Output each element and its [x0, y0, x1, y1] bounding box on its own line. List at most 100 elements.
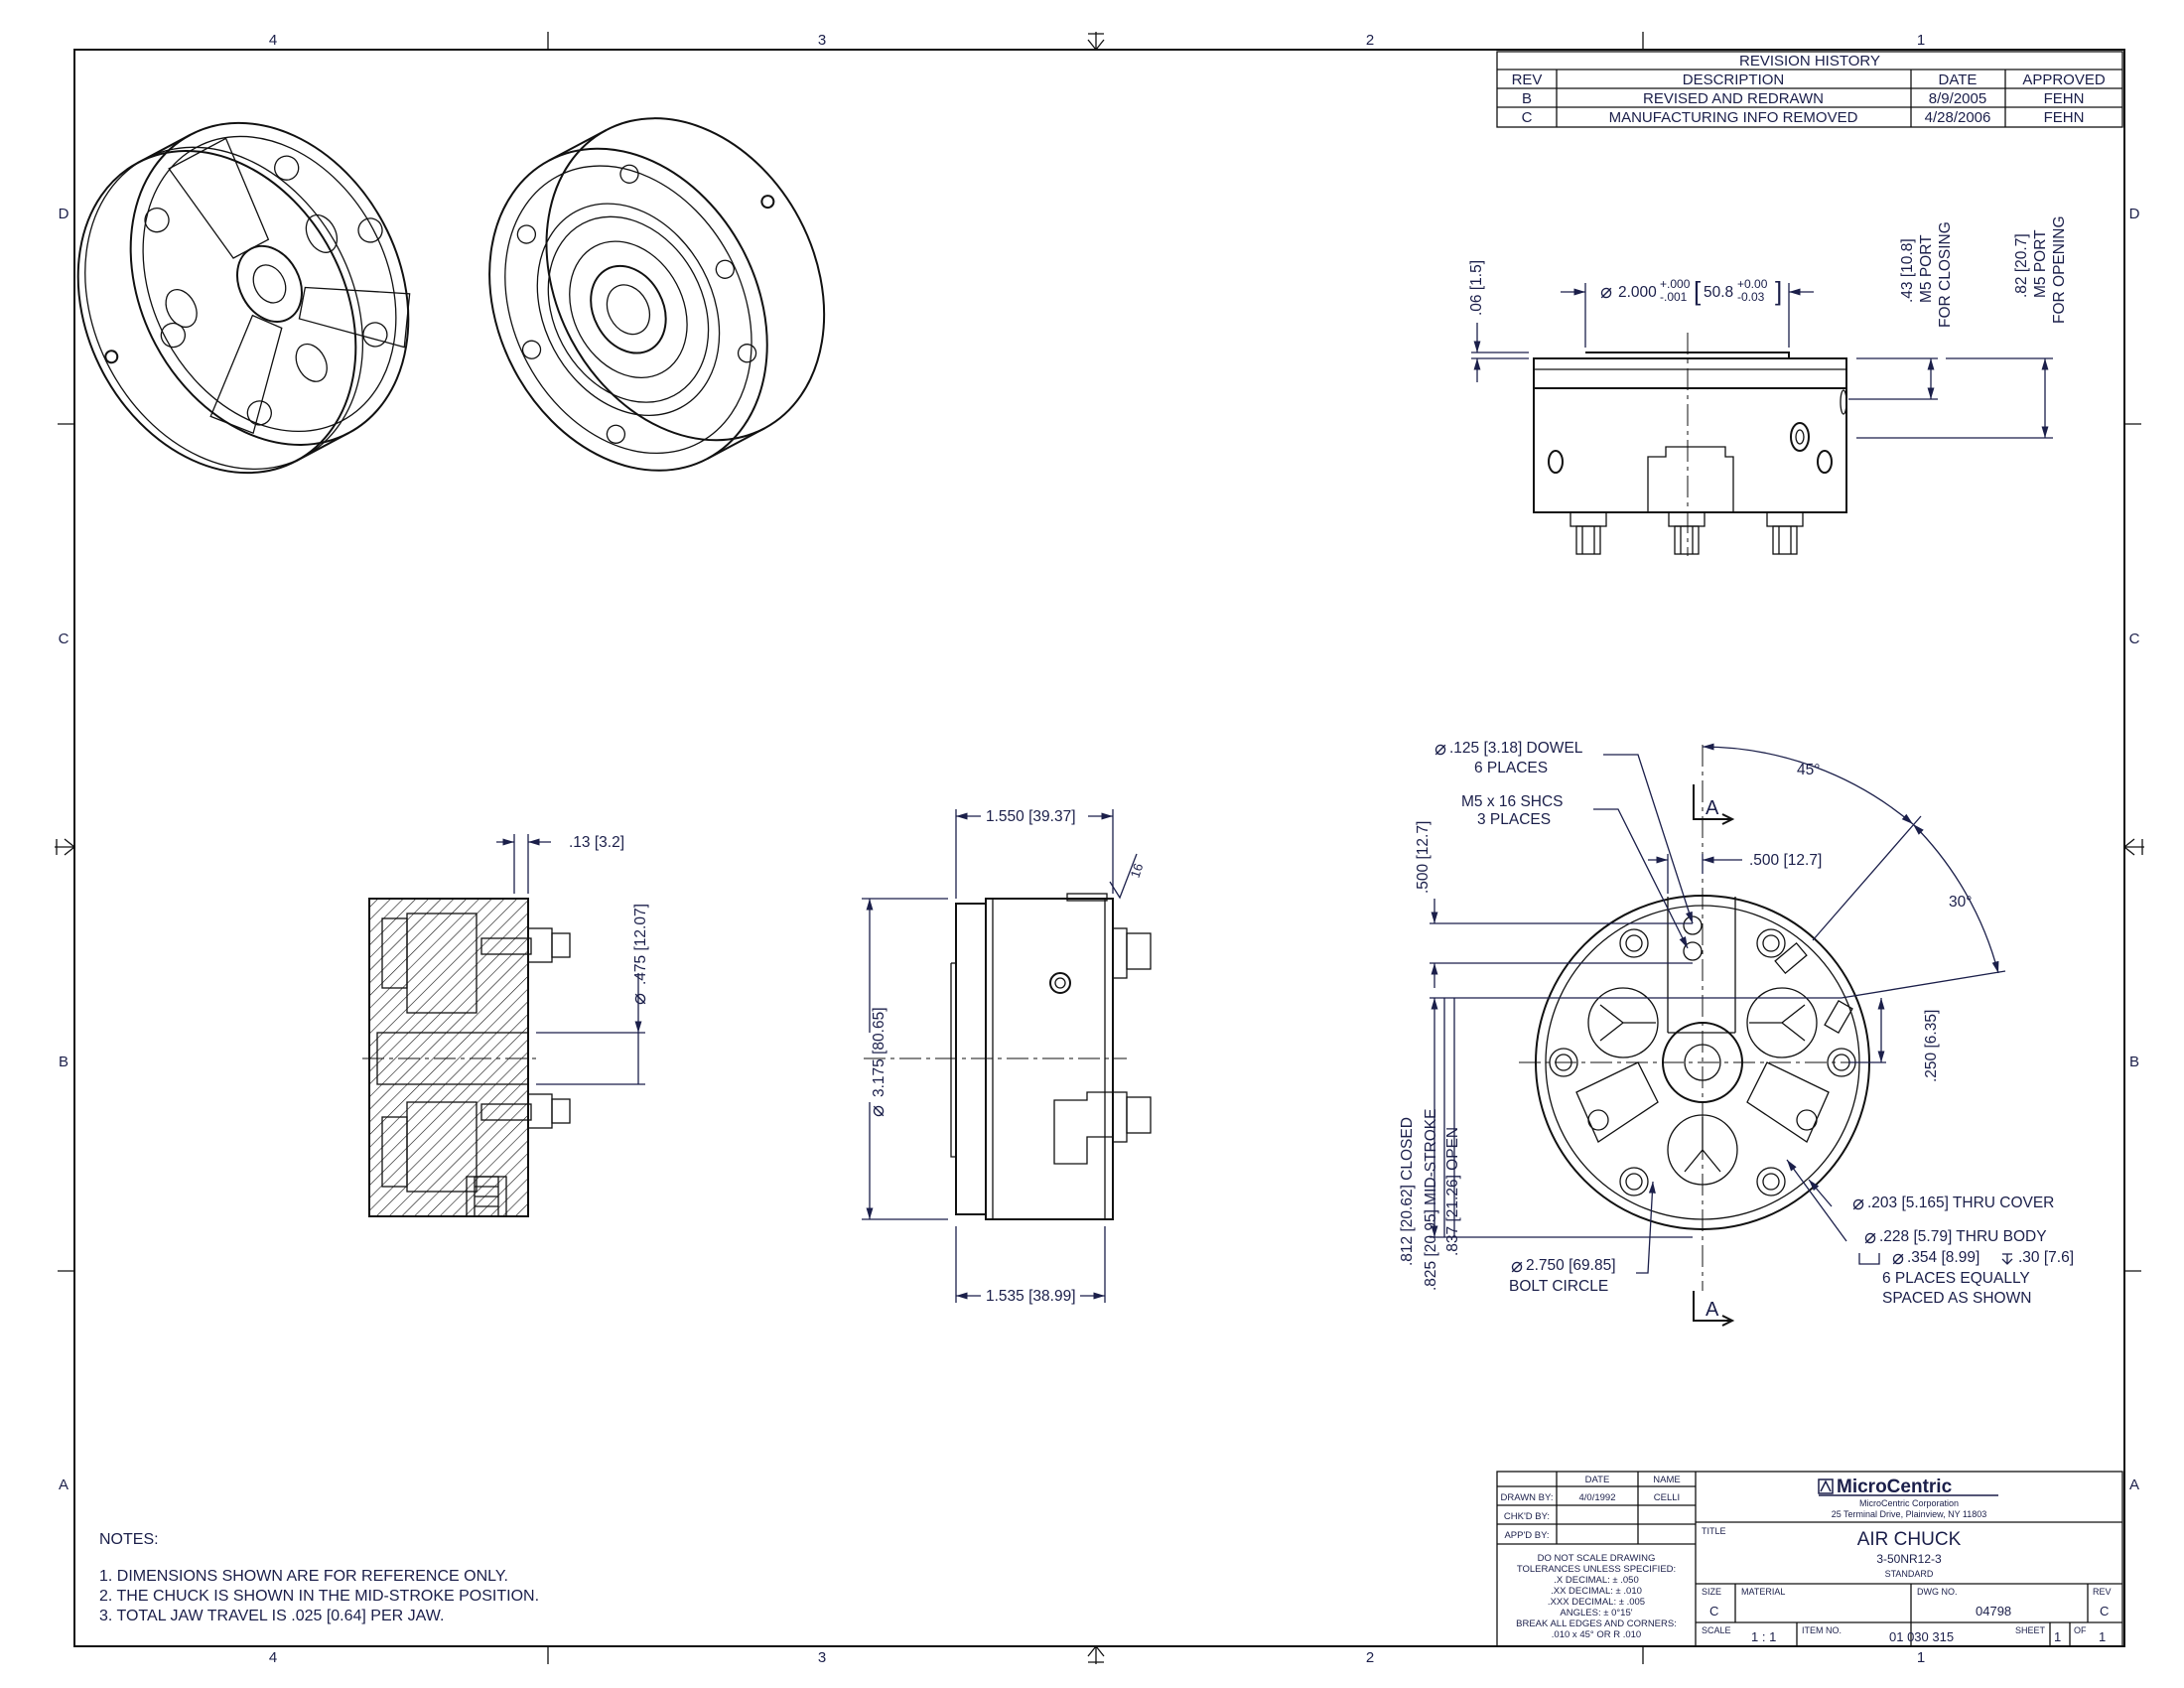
- open-port-dim: .82 [20.7]: [2013, 233, 2030, 298]
- svg-text:⌀: ⌀: [867, 1105, 888, 1117]
- half-inch-vertical: .500 [12.7]: [1415, 821, 1432, 894]
- drawing-subtitle: STANDARD: [1885, 1569, 1934, 1579]
- half-inch-horizontal: .500 [12.7]: [1749, 852, 1822, 869]
- zone-letter-right: C: [2129, 631, 2140, 647]
- tb-rev: C: [2100, 1604, 2109, 1618]
- company-address: 25 Terminal Drive, Plainview, NY 11803: [1832, 1509, 1987, 1519]
- counterbore-diameter: .354 [8.99]: [1907, 1249, 1979, 1266]
- title-block: DATE NAME DRAWN BY: 4/0/1992 CELLI CHK'D…: [1496, 1471, 2123, 1647]
- closed-dim: .812 [20.62] CLOSED: [1399, 1117, 1416, 1266]
- zone-letter-left: B: [59, 1054, 68, 1070]
- note-item: 3. TOTAL JAW TRAVEL IS .025 [0.64] PER J…: [99, 1608, 444, 1624]
- section-offset: .13 [3.2]: [569, 834, 624, 851]
- places-equally: 6 PLACES EQUALLY: [1882, 1270, 2030, 1287]
- zone-labels: 4 3 2 1 4 3 2 1 D C B A D C B A: [59, 32, 2140, 1666]
- notes-heading: NOTES:: [99, 1531, 159, 1548]
- tb-tolerance-line: .010 x 45° OR R .010: [1552, 1629, 1641, 1640]
- approved-cell: FEHN: [2044, 109, 2085, 126]
- tb-date-header: DATE: [1585, 1475, 1610, 1485]
- zone-letter-left: D: [59, 206, 69, 222]
- zone-number-top: 1: [1917, 32, 1925, 49]
- svg-text:⌀: ⌀: [1511, 1255, 1523, 1277]
- zone-number-bottom: 4: [269, 1649, 277, 1666]
- shcs-callout: M5 x 16 SHCS: [1461, 793, 1564, 810]
- bore-diameter: .475 [12.07]: [632, 904, 649, 985]
- tb-tolerance-line: .XX DECIMAL: ± .010: [1551, 1586, 1642, 1597]
- counterbore-symbol: [1858, 1253, 1880, 1265]
- top-diameter-metric: 50.8: [1704, 284, 1733, 301]
- revision-history-table: REVISION HISTORY REV DESCRIPTION DATE AP…: [1496, 51, 2123, 128]
- tb-drawn-date: 4/0/1992: [1579, 1492, 1616, 1503]
- svg-text:⌀: ⌀: [1864, 1226, 1876, 1248]
- top-diameter-metric-tol-plus: +0.00: [1737, 277, 1768, 291]
- front-view-dimensions: ⌀ .125 [3.18] DOWEL 6 PLACES M5 x 16 SHC…: [1399, 738, 2074, 1321]
- diameter-symbol: ⌀: [1600, 281, 1612, 303]
- side-view-dimensions: 1.550 [39.37] 1.535 [38.99] ⌀ 3.175 [80.…: [867, 808, 1146, 1305]
- description-cell: REVISED AND REDRAWN: [1643, 90, 1824, 107]
- rev-cell: C: [1522, 109, 1533, 126]
- spaced-as-shown: SPACED AS SHOWN: [1882, 1290, 2031, 1307]
- close-port-purpose: FOR CLOSING: [1937, 221, 1954, 328]
- depth-symbol: [2001, 1253, 2013, 1265]
- date-col-header: DATE: [1939, 71, 1978, 88]
- pilot-height: .06 [1.5]: [1468, 260, 1485, 316]
- section-letter-top: A: [1706, 797, 1719, 819]
- section-letter-bottom: A: [1706, 1299, 1719, 1321]
- top-diameter-tol-minus: -.001: [1660, 290, 1688, 304]
- rev-cell: B: [1522, 90, 1532, 107]
- counterbore-depth: .30 [7.6]: [2018, 1249, 2074, 1266]
- side-elevation-dimensions: ⌀ 2.000 +.000 -.001 [ 50.8 +0.00 -0.03 ]…: [1468, 215, 2068, 328]
- rev-col-header: REV: [1512, 71, 1543, 88]
- svg-text:[: [: [1694, 276, 1702, 306]
- open-port-label: M5 PORT: [2032, 229, 2049, 298]
- tb-sheet-label: SHEET: [2015, 1625, 2046, 1635]
- zone-letter-right: B: [2129, 1054, 2139, 1070]
- mid-stroke-dim: .825 [20.95] MID-STROKE: [1423, 1109, 1439, 1292]
- tb-title-label: TITLE: [1702, 1526, 1726, 1536]
- company-name: MicroCentric: [1837, 1477, 1953, 1497]
- quarter-inch: .250 [6.35]: [1923, 1010, 1940, 1082]
- close-port-dim: .43 [10.8]: [1899, 238, 1916, 303]
- zone-letter-right: D: [2129, 206, 2140, 222]
- svg-text:]: ]: [1775, 276, 1782, 306]
- top-diameter-value: 2.000: [1618, 284, 1657, 301]
- tb-scale: 1 : 1: [1751, 1629, 1776, 1644]
- company-full-name: MicroCentric Corporation: [1859, 1498, 1959, 1508]
- dowel-places: 6 PLACES: [1474, 760, 1548, 776]
- drawing-title: AIR CHUCK: [1857, 1529, 1962, 1550]
- svg-text:⌀: ⌀: [1892, 1247, 1904, 1269]
- notes: NOTES: 1. DIMENSIONS SHOWN ARE FOR REFER…: [99, 1531, 539, 1624]
- bolt-circle-label: BOLT CIRCLE: [1509, 1278, 1608, 1295]
- side-view-middle: [862, 809, 1152, 1303]
- section-view-dimensions: .13 [3.2] ⌀ .475 [12.07]: [569, 834, 650, 1005]
- tb-size-label: SIZE: [1702, 1587, 1721, 1597]
- tb-material-label: MATERIAL: [1741, 1587, 1785, 1597]
- tb-tolerance-line: ANGLES: ± 0°15': [1560, 1608, 1632, 1618]
- tb-approved-by: APP'D BY:: [1504, 1530, 1549, 1541]
- section-view-a-a: [362, 834, 645, 1217]
- approved-cell: FEHN: [2044, 90, 2085, 107]
- bolt-circle-diameter: 2.750 [69.85]: [1526, 1257, 1616, 1274]
- isometric-view-back: [488, 117, 826, 472]
- tb-size: C: [1709, 1604, 1718, 1618]
- angle-45: 45°: [1797, 762, 1820, 778]
- zone-letter-left: A: [59, 1477, 68, 1493]
- length-top: 1.550 [39.37]: [986, 808, 1076, 825]
- tb-of-label: OF: [2074, 1625, 2087, 1635]
- approved-col-header: APPROVED: [2022, 71, 2106, 88]
- tb-tolerance-line: .XXX DECIMAL: ± .005: [1548, 1597, 1645, 1608]
- tb-dwg-no: 04798: [1976, 1604, 2011, 1618]
- tb-item-no-label: ITEM NO.: [1802, 1625, 1842, 1635]
- zone-number-bottom: 2: [1366, 1649, 1374, 1666]
- zone-letter-left: C: [59, 631, 69, 647]
- dowel-callout: .125 [3.18] DOWEL: [1449, 740, 1583, 757]
- tb-drawn-by: DRAWN BY:: [1501, 1492, 1554, 1503]
- company-logo: MicroCentric: [1818, 1477, 1998, 1497]
- zone-number-bottom: 1: [1917, 1649, 1925, 1666]
- note-item: 1. DIMENSIONS SHOWN ARE FOR REFERENCE ON…: [99, 1568, 508, 1585]
- top-diameter-tol-plus: +.000: [1660, 277, 1691, 291]
- shcs-places: 3 PLACES: [1477, 811, 1551, 828]
- tb-tolerance-line: TOLERANCES UNLESS SPECIFIED:: [1517, 1564, 1676, 1575]
- tb-scale-label: SCALE: [1702, 1625, 1731, 1635]
